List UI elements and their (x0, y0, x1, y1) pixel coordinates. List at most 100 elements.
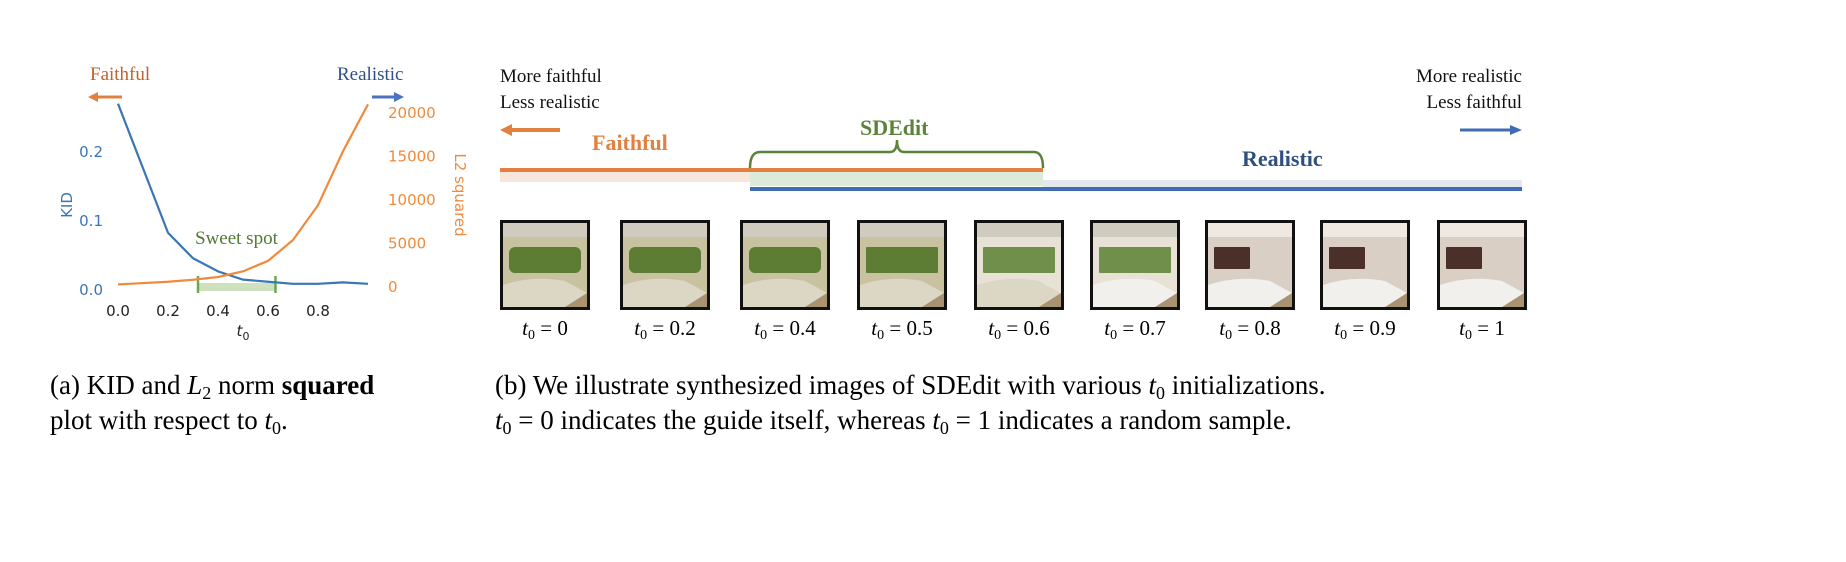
thumbnail-image (1090, 220, 1180, 310)
caption-math-sub: 0 (1155, 383, 1165, 403)
t-value: 0.6 (1023, 316, 1050, 340)
t-var: t (634, 316, 641, 340)
scene-graphic (977, 223, 1061, 307)
thumbnail-label: t0 = 0.7 (1075, 316, 1195, 343)
y-axis-label: KID (58, 192, 76, 218)
caption-math: L (187, 370, 203, 400)
caption-math-sub: 0 (271, 418, 281, 438)
series-line-l2-squared (117, 103, 369, 286)
equals: = (884, 316, 907, 340)
equals: = (1472, 316, 1495, 340)
x-tick-label: 0.6 (256, 302, 280, 320)
t-sub: 0 (760, 328, 768, 343)
t-value: 0.9 (1369, 316, 1396, 340)
t-var: t (1219, 316, 1226, 340)
t-sub: 0 (994, 328, 1002, 343)
thumbnail-label: t0 = 0.5 (842, 316, 962, 343)
scene-graphic (860, 223, 944, 307)
thumbnail-label: t0 = 0.4 (725, 316, 845, 343)
thumbnail-image (857, 220, 947, 310)
thumbnail-image (974, 220, 1064, 310)
chart-realistic-label: Realistic (337, 64, 404, 85)
realistic-arrowhead-icon (394, 92, 404, 102)
t-value: 0.5 (906, 316, 933, 340)
scene-graphic (1440, 223, 1524, 307)
faithful-arrowhead-icon (88, 92, 98, 102)
t-sub: 0 (528, 328, 535, 343)
t-var: t (988, 316, 995, 340)
caption-a-line2: plot with respect to t0. (50, 403, 288, 438)
left-note-line: More faithful (500, 66, 602, 87)
y-tick-label: 0.1 (79, 212, 103, 230)
equals: = (767, 316, 790, 340)
t-value: 0.2 (669, 316, 696, 340)
scene-graphic (743, 223, 827, 307)
y2-tick-label: 5000 (388, 235, 426, 253)
y2-tick-label: 0 (388, 278, 398, 296)
caption-math-sub: 0 (502, 418, 512, 438)
t-var: t (871, 316, 878, 340)
caption-text: (a) KID and (50, 370, 188, 400)
caption-math: t (495, 405, 503, 435)
thumbnail-label: t0 = 0.8 (1190, 316, 1310, 343)
equals: = (535, 316, 558, 340)
equals: = (1001, 316, 1024, 340)
chart-faithful-label: Faithful (90, 64, 151, 85)
t-var: t (754, 316, 761, 340)
y-tick-label: 0.0 (79, 281, 103, 299)
t-value: 1 (1494, 316, 1505, 340)
thumbnail-image (620, 220, 710, 310)
right-arrow-icon (1460, 125, 1522, 135)
sdedit-label: SDEdit (860, 115, 929, 140)
caption-b-line2: t0 = 0 indicates the guide itself, where… (495, 403, 1292, 438)
series-line-kid (116, 103, 369, 285)
caption-text: = 0 indicates the guide itself, whereas (511, 405, 933, 435)
scene-graphic (1323, 223, 1407, 307)
x-tick-label: 0.8 (306, 302, 330, 320)
caption-text: initializations. (1164, 370, 1326, 400)
x-tick-label: 0.0 (106, 302, 130, 320)
thumbnail-image (500, 220, 590, 310)
caption-text: . (280, 405, 288, 435)
sdedit-band (750, 172, 1043, 186)
thumbnail-image (740, 220, 830, 310)
t-sub: 0 (1225, 328, 1233, 343)
left-note-line: Less realistic (500, 92, 600, 113)
sweet-spot-band (198, 283, 276, 291)
thumbnail-image (1320, 220, 1410, 310)
y2-axis-label: L2 squared (451, 153, 469, 236)
thumbnail-label: t0 = 0.9 (1305, 316, 1425, 343)
t-value: 0.8 (1254, 316, 1281, 340)
caption-math: t (264, 405, 272, 435)
y2-tick-label: 10000 (388, 191, 436, 209)
thumbnail-label: t0 = 0.2 (605, 316, 725, 343)
scene-graphic (623, 223, 707, 307)
realistic-band (1043, 180, 1522, 188)
t-sub: 0 (640, 328, 648, 343)
thumbnail-label: t0 = 1 (1422, 316, 1542, 343)
scene-graphic (503, 223, 587, 307)
equals: = (1117, 316, 1140, 340)
t-value: 0.7 (1139, 316, 1166, 340)
t-sub: 0 (1110, 328, 1118, 343)
realistic-label: Realistic (1242, 146, 1323, 171)
y2-tick-label: 20000 (388, 104, 436, 122)
thumbnail-image (1205, 220, 1295, 310)
t-value: 0 (557, 316, 568, 340)
x-tick-label: 0.4 (206, 302, 230, 320)
t-var: t (1459, 316, 1465, 340)
x-axis-label: t0 (237, 322, 250, 340)
t-var: t (1334, 316, 1341, 340)
t-sub: 0 (1465, 328, 1472, 343)
y-tick-label: 0.2 (79, 143, 103, 161)
left-note: More faithful Less realistic (500, 64, 602, 116)
sdedit-brace (748, 139, 1045, 169)
t-var: t (522, 316, 528, 340)
scene-graphic (1208, 223, 1292, 307)
caption-text: = 1 indicates a random sample. (948, 405, 1292, 435)
caption-text: plot with respect to (50, 405, 265, 435)
thumbnail-label: t0 = 0.6 (959, 316, 1079, 343)
scene-graphic (1093, 223, 1177, 307)
y2-tick-label: 15000 (388, 148, 436, 166)
